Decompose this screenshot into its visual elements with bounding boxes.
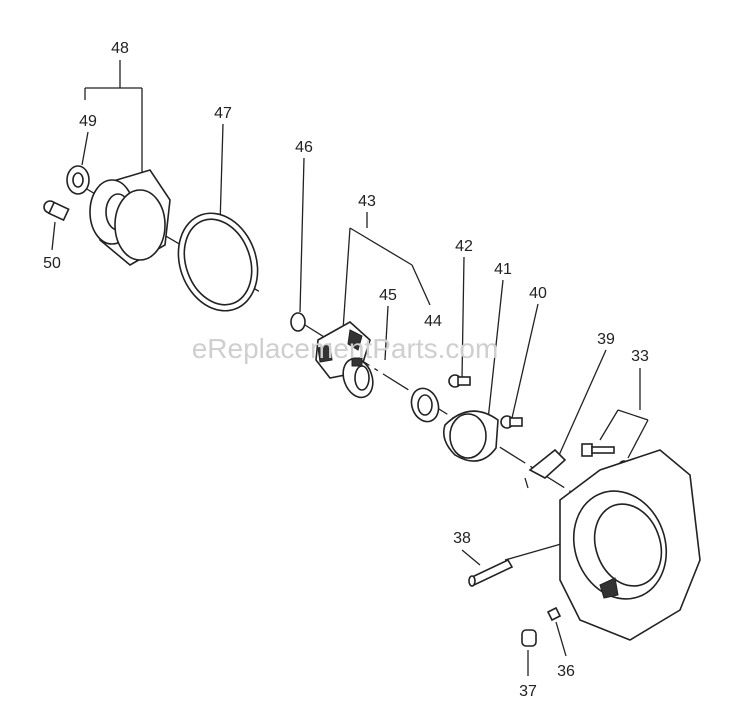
- part-37-bolt: [521, 629, 537, 647]
- callout-39: 39: [597, 331, 615, 348]
- callout-33: 33: [631, 348, 649, 365]
- part-46-clip: [290, 312, 306, 332]
- callout-43: 43: [358, 193, 376, 210]
- callout-46: 46: [295, 139, 313, 156]
- part-39-lever: [524, 448, 567, 489]
- callout-40: 40: [529, 285, 547, 302]
- callout-49: 49: [79, 113, 97, 130]
- callout-labels: 48 49 47 46 43 50 45 44 42 41 40 39 33 3…: [43, 40, 649, 700]
- callout-36: 36: [557, 663, 575, 680]
- callout-45: 45: [379, 287, 397, 304]
- part-48-housing: [89, 169, 171, 266]
- watermark: eReplacementParts.com: [192, 333, 499, 364]
- part-42-bolt: [448, 374, 471, 388]
- callout-47: 47: [214, 105, 232, 122]
- callout-37: 37: [519, 683, 537, 700]
- callout-42: 42: [455, 238, 473, 255]
- part-47-gasket: [177, 212, 259, 312]
- part-49-seal: [66, 165, 90, 195]
- callout-48: 48: [111, 40, 129, 57]
- callout-50: 50: [43, 255, 61, 272]
- crankcase: [559, 449, 701, 641]
- callout-38: 38: [453, 530, 471, 547]
- part-41-gasket: [442, 410, 499, 462]
- part-45-ring: [342, 357, 374, 399]
- callout-44: 44: [424, 313, 442, 330]
- part-50-bolt: [43, 200, 70, 222]
- part-40-bolt: [500, 415, 523, 429]
- callout-41: 41: [494, 261, 512, 278]
- part-38-shaft: [468, 558, 514, 587]
- part-44-washer: [410, 387, 440, 423]
- part-36-nut: [546, 606, 562, 622]
